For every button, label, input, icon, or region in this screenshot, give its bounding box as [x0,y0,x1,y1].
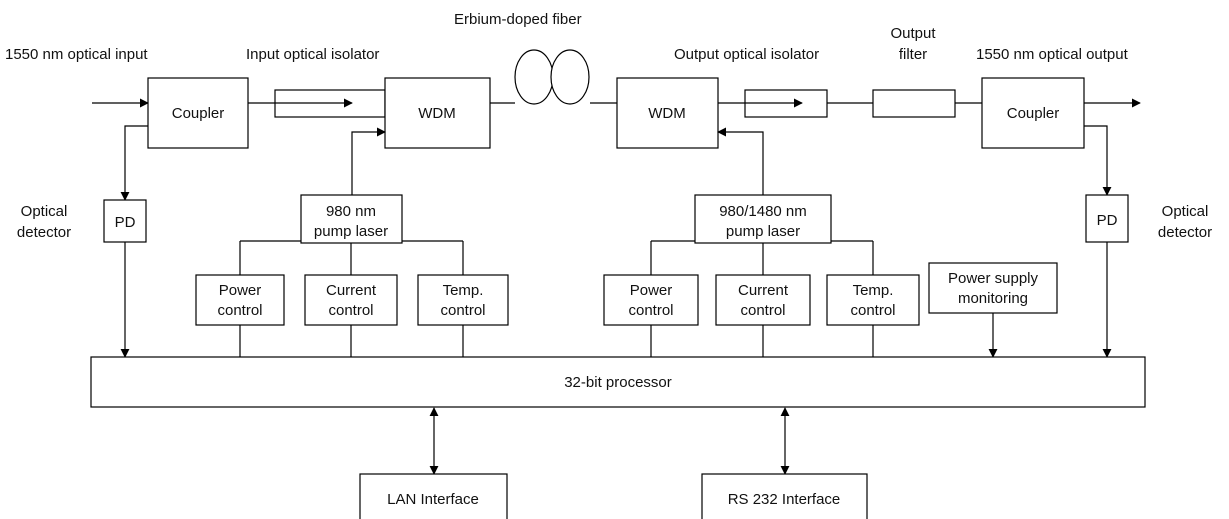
temp-control-left-line2: control [440,302,485,319]
temp-control-right-line2: control [850,302,895,319]
output-filter-box [872,89,956,118]
optical-output-label: 1550 nm optical output [976,46,1129,63]
optical-detector-left-line1: Optical [21,203,68,220]
output-filter-label-line1: Output [890,25,936,42]
wdm-right-label: WDM [648,105,686,122]
erbium-fiber-coil-left [514,49,554,105]
coupler-left-label: Coupler [172,105,225,122]
rs232-interface-box [701,473,868,519]
pump-laser-right-line2: pump laser [726,223,800,240]
erbium-fiber-coil-right [550,49,590,105]
optical-input-label: 1550 nm optical input [5,46,148,63]
pd-left-label: PD [115,214,136,231]
coupler-right-label: Coupler [1007,105,1060,122]
current-control-right-box [715,274,811,326]
erbium-fiber-label: Erbium-doped fiber [454,11,582,28]
current-control-left-line1: Current [326,282,377,299]
power-control-right-line2: control [628,302,673,319]
pump-left-to-wdm-line [351,127,386,195]
pump-laser-left-box [300,194,403,244]
wdm-left-label: WDM [418,105,456,122]
power-control-left-line2: control [217,302,262,319]
power-supply-monitoring-line2: monitoring [958,290,1028,307]
wdm-left-box [384,77,491,149]
output-filter-label-line2: filter [899,46,927,63]
coupler-to-pd-left-line [120,125,148,201]
temp-control-right-box [826,274,920,326]
current-control-right-line1: Current [738,282,789,299]
power-control-left-line1: Power [219,282,262,299]
power-control-left-box [195,274,285,326]
output-isolator-label: Output optical isolator [674,46,819,63]
temp-control-left-box [417,274,509,326]
wdm-right-box [616,77,719,149]
current-control-left-box [304,274,398,326]
optical-detector-right-line2: detector [1158,224,1212,241]
processor-box [90,356,1146,408]
pump-right-to-wdm-line [717,127,764,195]
current-control-left-line2: control [328,302,373,319]
power-control-right-line1: Power [630,282,673,299]
coupler-left-box [147,77,249,149]
rs232-interface-label: RS 232 Interface [728,491,841,508]
current-control-right-line2: control [740,302,785,319]
coupler-to-pd-right-line [1084,125,1112,196]
processor-label: 32-bit processor [564,374,672,391]
pd-right-box [1085,194,1129,243]
temp-control-left-line1: Temp. [443,282,484,299]
pump-laser-left-line2: pump laser [314,223,388,240]
power-supply-monitoring-line1: Power supply [948,270,1039,287]
power-supply-monitoring-box [928,262,1058,314]
pd-left-box [103,199,147,243]
optical-detector-right-line1: Optical [1162,203,1209,220]
temp-control-right-line1: Temp. [853,282,894,299]
pd-right-label: PD [1097,212,1118,229]
lan-interface-box [359,473,508,519]
pump-laser-right-line1: 980/1480 nm [719,203,807,220]
coupler-right-box [981,77,1085,149]
pump-laser-left-line1: 980 nm [326,203,376,220]
pump-laser-right-box [694,194,832,244]
input-isolator-label: Input optical isolator [246,46,379,63]
lan-interface-label: LAN Interface [387,491,479,508]
optical-detector-left-line2: detector [17,224,71,241]
